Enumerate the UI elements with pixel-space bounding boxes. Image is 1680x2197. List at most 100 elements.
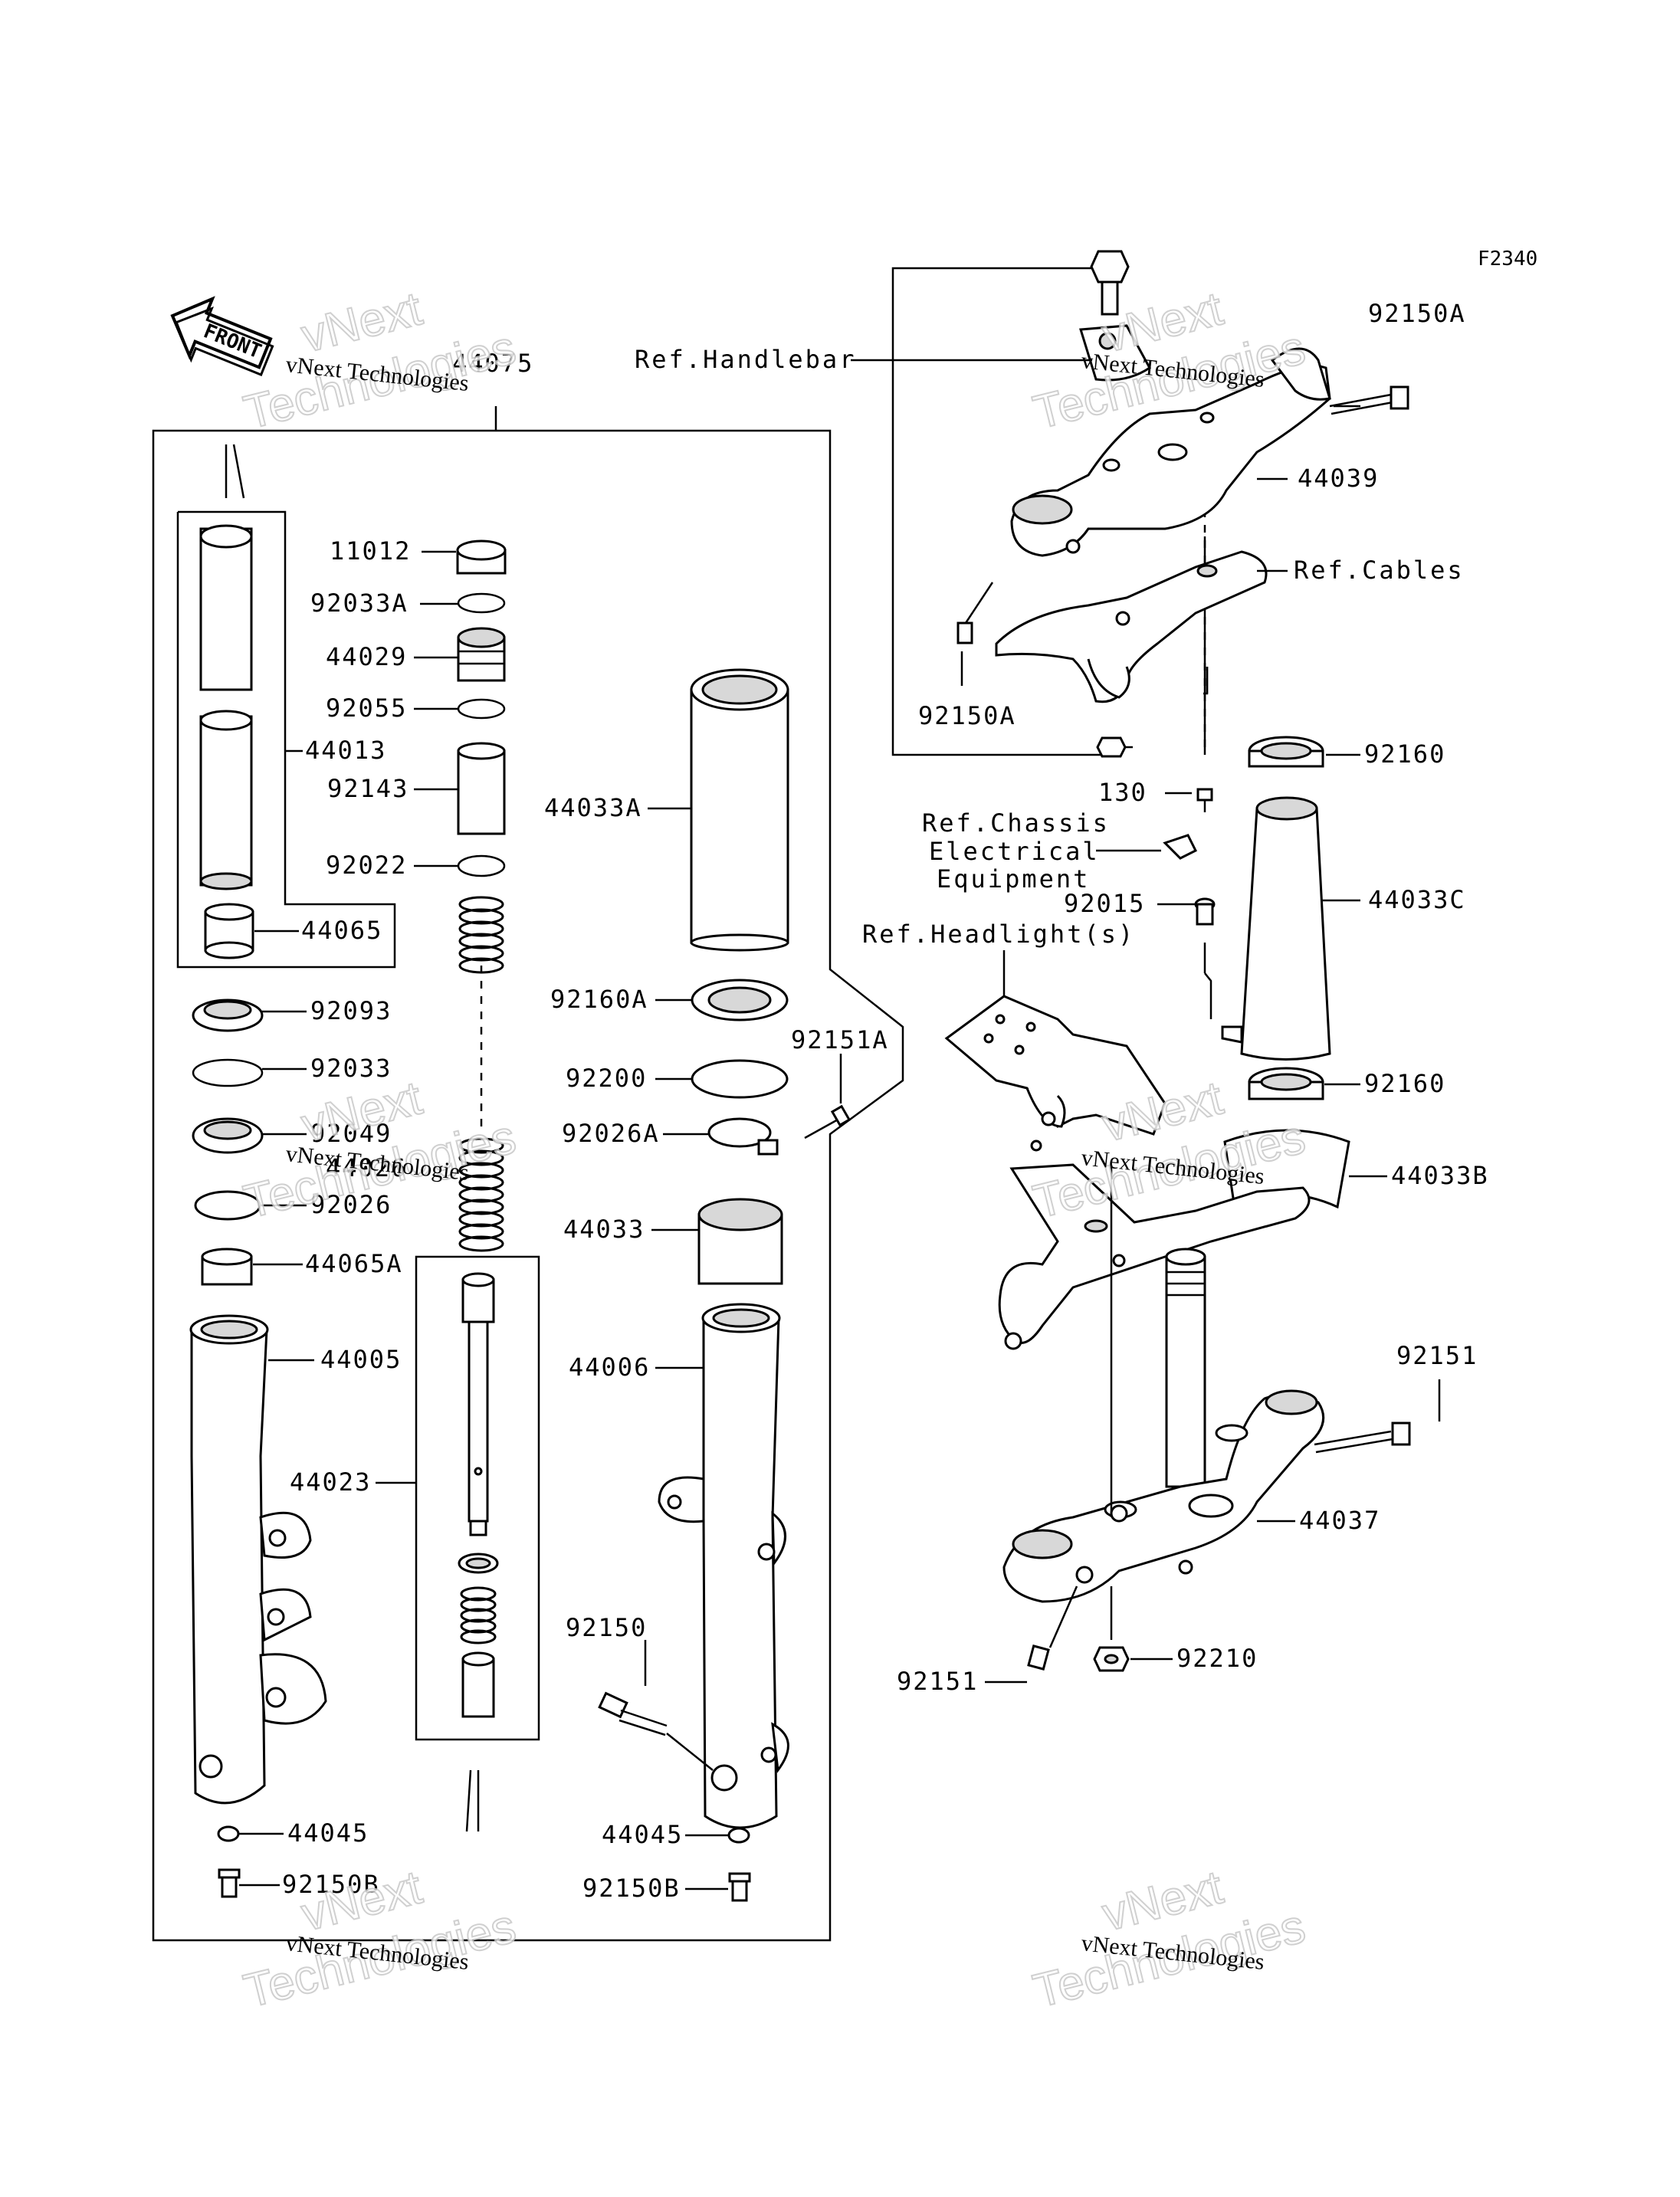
spring-coil bbox=[458, 920, 504, 937]
label-44006: 44006 bbox=[569, 1353, 650, 1382]
label-92151-right: 92151 bbox=[1396, 1341, 1478, 1370]
washer-92022 bbox=[457, 854, 506, 877]
cover-44033a bbox=[690, 668, 789, 952]
label-92150b-left: 92150B bbox=[282, 1870, 380, 1899]
spring-coil bbox=[458, 1211, 504, 1228]
seal-92160-top bbox=[1248, 736, 1324, 768]
spring-coil bbox=[458, 1174, 504, 1191]
ref-chassis-electrical: Electrical bbox=[929, 837, 1100, 866]
spring-coil bbox=[458, 1186, 504, 1203]
ref-chassis: Ref.Chassis bbox=[922, 808, 1110, 838]
spring-coil bbox=[460, 1586, 497, 1602]
washer-44045-left bbox=[217, 1825, 240, 1842]
label-92150a-top: 92150A bbox=[1368, 299, 1466, 328]
label-44029: 44029 bbox=[326, 642, 407, 671]
label-44045-left: 44045 bbox=[287, 1818, 369, 1848]
label-44033: 44033 bbox=[563, 1215, 645, 1244]
bushing-44065a bbox=[201, 1248, 253, 1286]
spring-coil bbox=[458, 1137, 504, 1154]
screw-130 bbox=[1196, 788, 1213, 812]
screw-92150a-lower bbox=[956, 582, 994, 644]
steering-stem-44037 bbox=[1002, 1248, 1325, 1603]
label-44033b: 44033B bbox=[1391, 1161, 1489, 1190]
screw-92151-bottom bbox=[1027, 1585, 1078, 1671]
fork-assembly-frame bbox=[152, 429, 904, 1942]
outer-tube-44006 bbox=[658, 1303, 789, 1829]
cover-44033 bbox=[697, 1198, 783, 1285]
upper-bracket-44039 bbox=[1010, 324, 1331, 557]
watermark-bottom-right: vNext Technologies vNext Technologies bbox=[1028, 1860, 1311, 2018]
clip-chassis-electrical bbox=[1163, 834, 1198, 860]
plug-44029 bbox=[457, 627, 506, 682]
damper-rod-44023 bbox=[458, 1272, 499, 1574]
label-92151a: 92151A bbox=[791, 1025, 889, 1054]
label-92210: 92210 bbox=[1176, 1644, 1258, 1673]
label-44065: 44065 bbox=[301, 916, 382, 945]
outer-tube-44005 bbox=[189, 1314, 327, 1805]
label-44037: 44037 bbox=[1299, 1506, 1380, 1535]
nut-92210 bbox=[1093, 1646, 1130, 1672]
spring-coil bbox=[458, 1223, 504, 1240]
spacer-92143 bbox=[457, 742, 506, 835]
oil-seal-92093 bbox=[192, 998, 264, 1032]
spring-coil bbox=[458, 1199, 504, 1215]
clamp-92026a bbox=[707, 1117, 779, 1156]
label-92160-bottom: 92160 bbox=[1364, 1069, 1445, 1098]
seal-92160-bottom bbox=[1248, 1067, 1324, 1100]
label-44065a: 44065A bbox=[305, 1249, 403, 1278]
ref-cables: Ref.Cables bbox=[1294, 556, 1465, 585]
o-ring-92055 bbox=[457, 698, 506, 720]
front-arrow-icon: FRONT bbox=[170, 296, 274, 376]
inner-tube-44013 bbox=[199, 524, 253, 890]
spring-coil bbox=[458, 908, 504, 925]
label-92033: 92033 bbox=[310, 1054, 392, 1083]
spring-coil bbox=[460, 1629, 497, 1644]
bushing-44065 bbox=[204, 903, 254, 959]
spring-coil bbox=[460, 1597, 497, 1612]
label-92022: 92022 bbox=[326, 851, 407, 880]
fork-spring-44026 bbox=[458, 896, 504, 974]
label-11012: 11012 bbox=[330, 536, 411, 566]
seal-92160a bbox=[691, 979, 789, 1021]
spring-coil bbox=[458, 1162, 504, 1179]
damper-frame bbox=[415, 1255, 540, 1741]
cap-11012 bbox=[456, 539, 507, 575]
label-92160a: 92160A bbox=[550, 985, 648, 1014]
label-92143: 92143 bbox=[327, 774, 409, 803]
collar-92015 bbox=[1194, 897, 1216, 926]
washer-92026 bbox=[194, 1190, 261, 1221]
ref-handlebar: Ref.Handlebar bbox=[635, 345, 856, 374]
bolt-92150 bbox=[598, 1691, 668, 1736]
ring-92033a bbox=[457, 592, 506, 614]
spring-coil bbox=[460, 1608, 497, 1623]
dust-seal-92049 bbox=[192, 1117, 264, 1154]
spring-coil bbox=[458, 896, 504, 913]
ref-chassis-equipment: Equipment bbox=[937, 864, 1090, 894]
label-92026a: 92026A bbox=[562, 1119, 660, 1148]
screw-92151-right bbox=[1314, 1421, 1411, 1454]
bolt-92150b-left bbox=[218, 1868, 241, 1898]
washer-44045-right bbox=[727, 1827, 750, 1844]
ref-headlight: Ref.Headlight(s) bbox=[862, 920, 1135, 949]
label-92150a-lower: 92150A bbox=[918, 701, 1016, 730]
label-92015: 92015 bbox=[1064, 889, 1145, 918]
label-44013: 44013 bbox=[305, 736, 386, 765]
bolt-92150b-right bbox=[728, 1872, 751, 1902]
label-44033a: 44033A bbox=[544, 793, 642, 822]
label-92150: 92150 bbox=[566, 1613, 647, 1642]
spring-coil bbox=[458, 945, 504, 962]
label-92093: 92093 bbox=[310, 996, 392, 1025]
label-92160-top: 92160 bbox=[1364, 739, 1445, 769]
leader-lines bbox=[239, 359, 1441, 1890]
label-92200: 92200 bbox=[566, 1064, 647, 1093]
screw-92150a-top bbox=[1329, 385, 1409, 415]
cartridge-frame bbox=[176, 510, 396, 969]
watermark-top-left: vNext Technologies vNext Technologies bbox=[238, 281, 522, 440]
screw-92151a bbox=[804, 1104, 851, 1139]
label-92026: 92026 bbox=[310, 1190, 392, 1219]
piece-44023-lower bbox=[461, 1651, 495, 1718]
diagram-code: F2340 bbox=[1478, 248, 1537, 271]
bolt-top-handlebar bbox=[1090, 250, 1130, 316]
label-44075: 44075 bbox=[452, 349, 533, 378]
